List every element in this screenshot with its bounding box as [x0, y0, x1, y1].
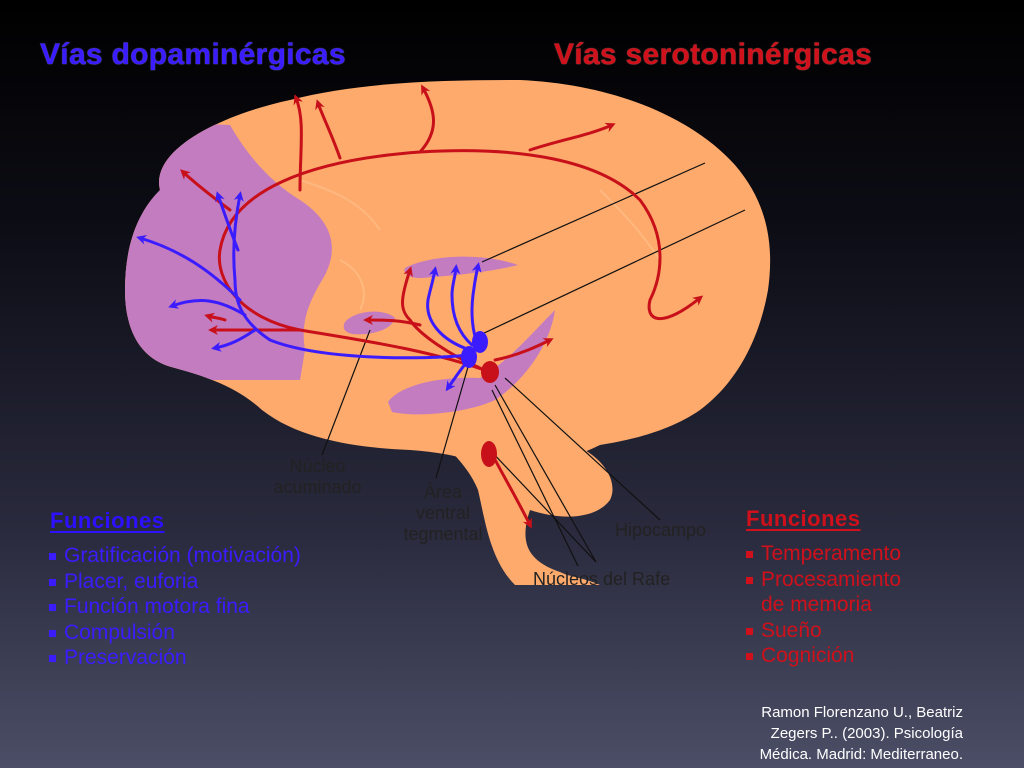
citation-line: Ramon Florenzano U., Beatriz [761, 704, 963, 721]
label-raphe-nuclei: Núcleos del Rafe [533, 569, 671, 589]
label-line: acuminado [273, 477, 362, 497]
list-item: Placer, euforia [49, 569, 301, 595]
label-line: tegmental [403, 524, 483, 544]
raphe-nucleus-upper [481, 361, 499, 383]
serotonin-pathways-title: Vías serotoninérgicas [554, 38, 873, 71]
list-item: Preservación [49, 645, 301, 671]
label-line: ventral [415, 503, 471, 523]
citation: Ramon Florenzano U., Beatriz Zegers P.. … [703, 702, 963, 765]
raphe-nucleus-lower [481, 441, 497, 467]
list-item: Compulsión [49, 620, 301, 646]
dopamine-functions-heading: Funciones [50, 508, 165, 533]
serotonin-functions-list: Temperamento Procesamiento de memoria Su… [746, 541, 901, 669]
label-line: Área [423, 482, 463, 502]
list-item: Procesamiento [746, 567, 901, 593]
citation-line: Médica. Madrid: Mediterraneo. [759, 746, 963, 763]
serotonin-functions-heading: Funciones [746, 506, 861, 531]
label-nucleus-accumbens: Núcleo acuminado [260, 456, 375, 498]
citation-line: Zegers P.. (2003). Psicología [770, 725, 963, 742]
vta-nucleus-lower [461, 346, 477, 368]
list-item: Sueño [746, 618, 901, 644]
list-item-continuation: de memoria [761, 593, 872, 616]
dopamine-pathways-title: Vías dopaminérgicas [40, 38, 346, 71]
label-vta: Área ventral tegmental [388, 482, 498, 545]
dopamine-functions-list: Gratificación (motivación) Placer, eufor… [49, 543, 301, 671]
list-item: Función motora fina [49, 594, 301, 620]
hippocampus-region [388, 310, 555, 415]
brainstem-shape [440, 440, 613, 585]
list-item: Gratificación (motivación) [49, 543, 301, 569]
list-item: Temperamento [746, 541, 901, 567]
label-line: Núcleo [289, 456, 346, 476]
label-hippocampus: Hipocampo [615, 520, 707, 540]
list-item: Cognición [746, 643, 901, 669]
vta-nucleus-upper [472, 331, 488, 353]
